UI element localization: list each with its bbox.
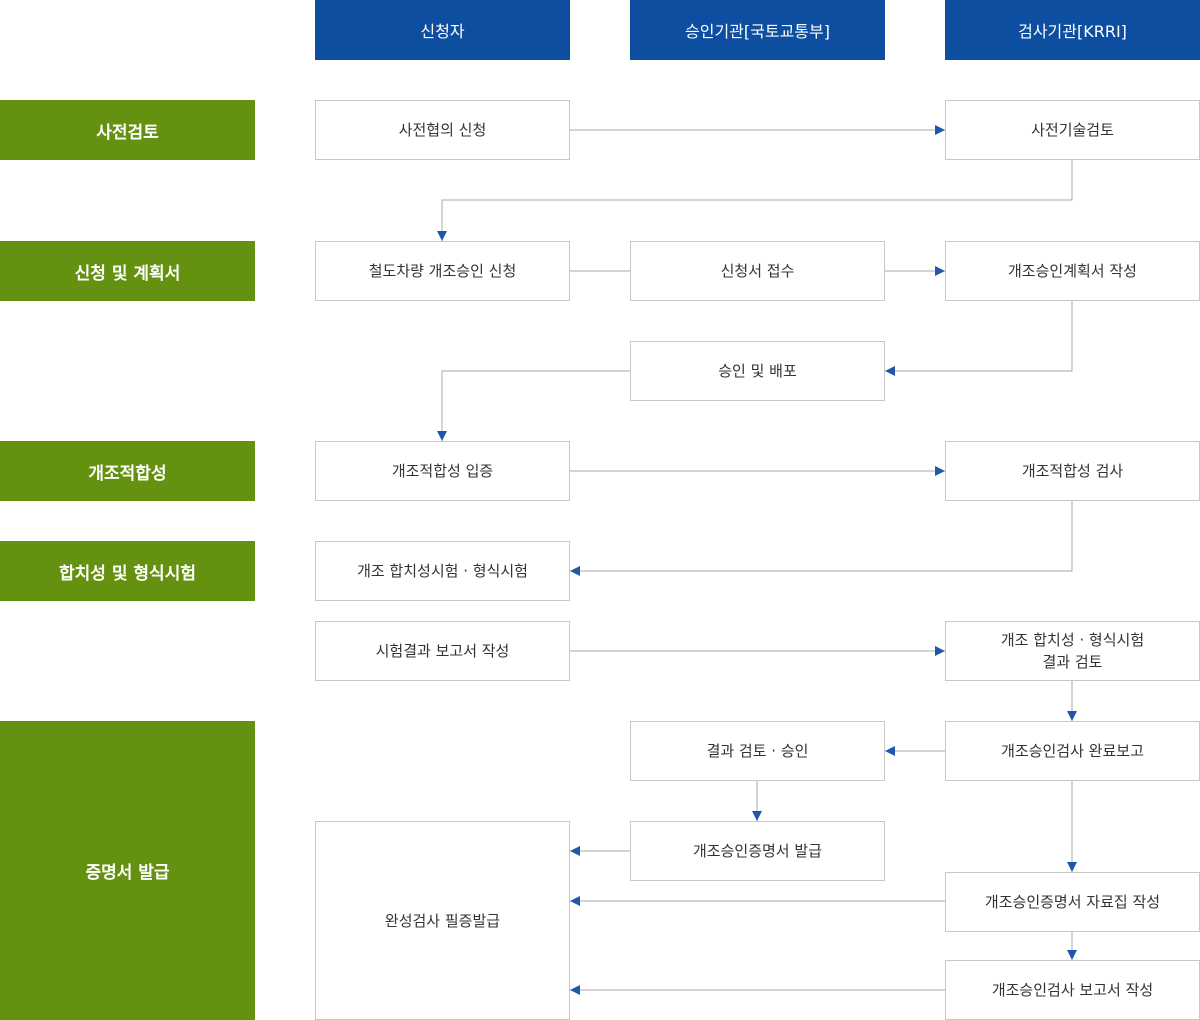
box-modification-approval-request: 철도차량 개조승인 신청 bbox=[315, 241, 570, 301]
box-result-review-approval: 결과 검토 · 승인 bbox=[630, 721, 885, 781]
stage-certificate-issue: 증명서 발급 bbox=[0, 721, 255, 1020]
box-suitability-inspection: 개조적합성 검사 bbox=[945, 441, 1200, 501]
stage-application-plan: 신청 및 계획서 bbox=[0, 241, 255, 301]
stage-pre-review: 사전검토 bbox=[0, 100, 255, 160]
box-suitability-proof: 개조적합성 입증 bbox=[315, 441, 570, 501]
column-header-inspection-agency: 검사기관[KRRI] bbox=[945, 0, 1200, 60]
box-test-report-write: 시험결과 보고서 작성 bbox=[315, 621, 570, 681]
column-header-applicant: 신청자 bbox=[315, 0, 570, 60]
box-approval-distribution: 승인 및 배포 bbox=[630, 341, 885, 401]
box-certificate-data-write: 개조승인증명서 자료집 작성 bbox=[945, 872, 1200, 932]
box-pre-tech-review: 사전기술검토 bbox=[945, 100, 1200, 160]
box-test-result-review: 개조 합치성 · 형식시험 결과 검토 bbox=[945, 621, 1200, 681]
connector-approval-to-proof bbox=[437, 370, 630, 441]
column-header-approval-agency: 승인기관[국토교통부] bbox=[630, 0, 885, 60]
connector-tech-review-to-request bbox=[437, 160, 1073, 241]
box-inspection-report-write: 개조승인검사 보고서 작성 bbox=[945, 960, 1200, 1020]
stage-conformity-type-test: 합치성 및 형식시험 bbox=[0, 541, 255, 601]
box-conformity-type-test: 개조 합치성시험 · 형식시험 bbox=[315, 541, 570, 601]
box-inspection-completion-report: 개조승인검사 완료보고 bbox=[945, 721, 1200, 781]
box-final-inspection-certificate: 완성검사 필증발급 bbox=[315, 821, 570, 1020]
box-certificate-issue: 개조승인증명서 발급 bbox=[630, 821, 885, 881]
connector-plan-to-approval bbox=[885, 301, 1073, 376]
box-pre-consult-request: 사전협의 신청 bbox=[315, 100, 570, 160]
box-application-receipt: 신청서 접수 bbox=[630, 241, 885, 301]
box-approval-plan-write: 개조승인계획서 작성 bbox=[945, 241, 1200, 301]
stage-suitability: 개조적합성 bbox=[0, 441, 255, 501]
connector-inspection-to-test bbox=[570, 501, 1073, 576]
